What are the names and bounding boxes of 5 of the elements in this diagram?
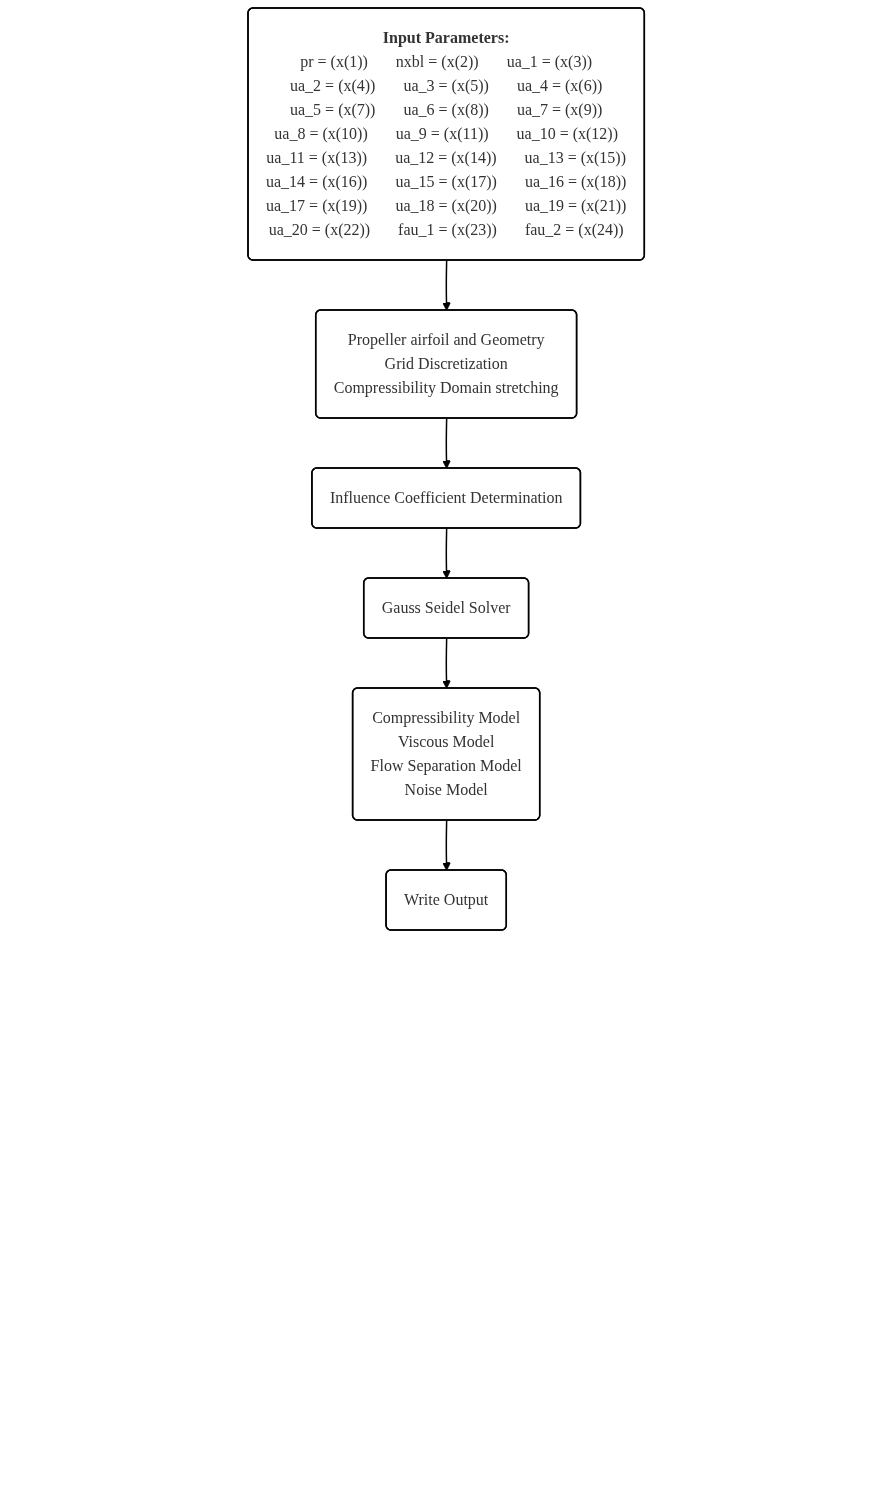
arrow — [441, 417, 451, 469]
arrow — [441, 259, 451, 311]
arrow — [441, 819, 451, 871]
arrow — [441, 637, 451, 689]
arrow — [441, 527, 451, 579]
